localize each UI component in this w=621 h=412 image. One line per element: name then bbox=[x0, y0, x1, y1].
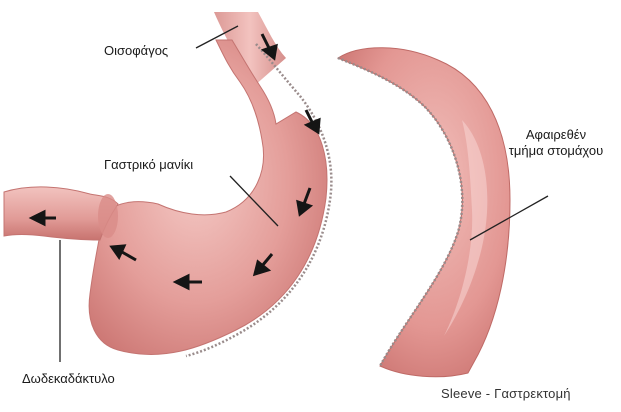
diagram-caption: Sleeve - Γαστρεκτομή bbox=[441, 386, 571, 402]
gastric-sleeve bbox=[89, 40, 327, 354]
duodenum-label: Δωδεκαδάκτυλο bbox=[22, 371, 115, 387]
pylorus bbox=[98, 194, 118, 238]
esophagus-label: Οισοφάγος bbox=[104, 43, 168, 59]
removed-part-label: Αφαιρεθέν τμήμα στομάχου bbox=[508, 127, 604, 159]
gastric-sleeve-label: Γαστρικό μανίκι bbox=[104, 157, 193, 173]
